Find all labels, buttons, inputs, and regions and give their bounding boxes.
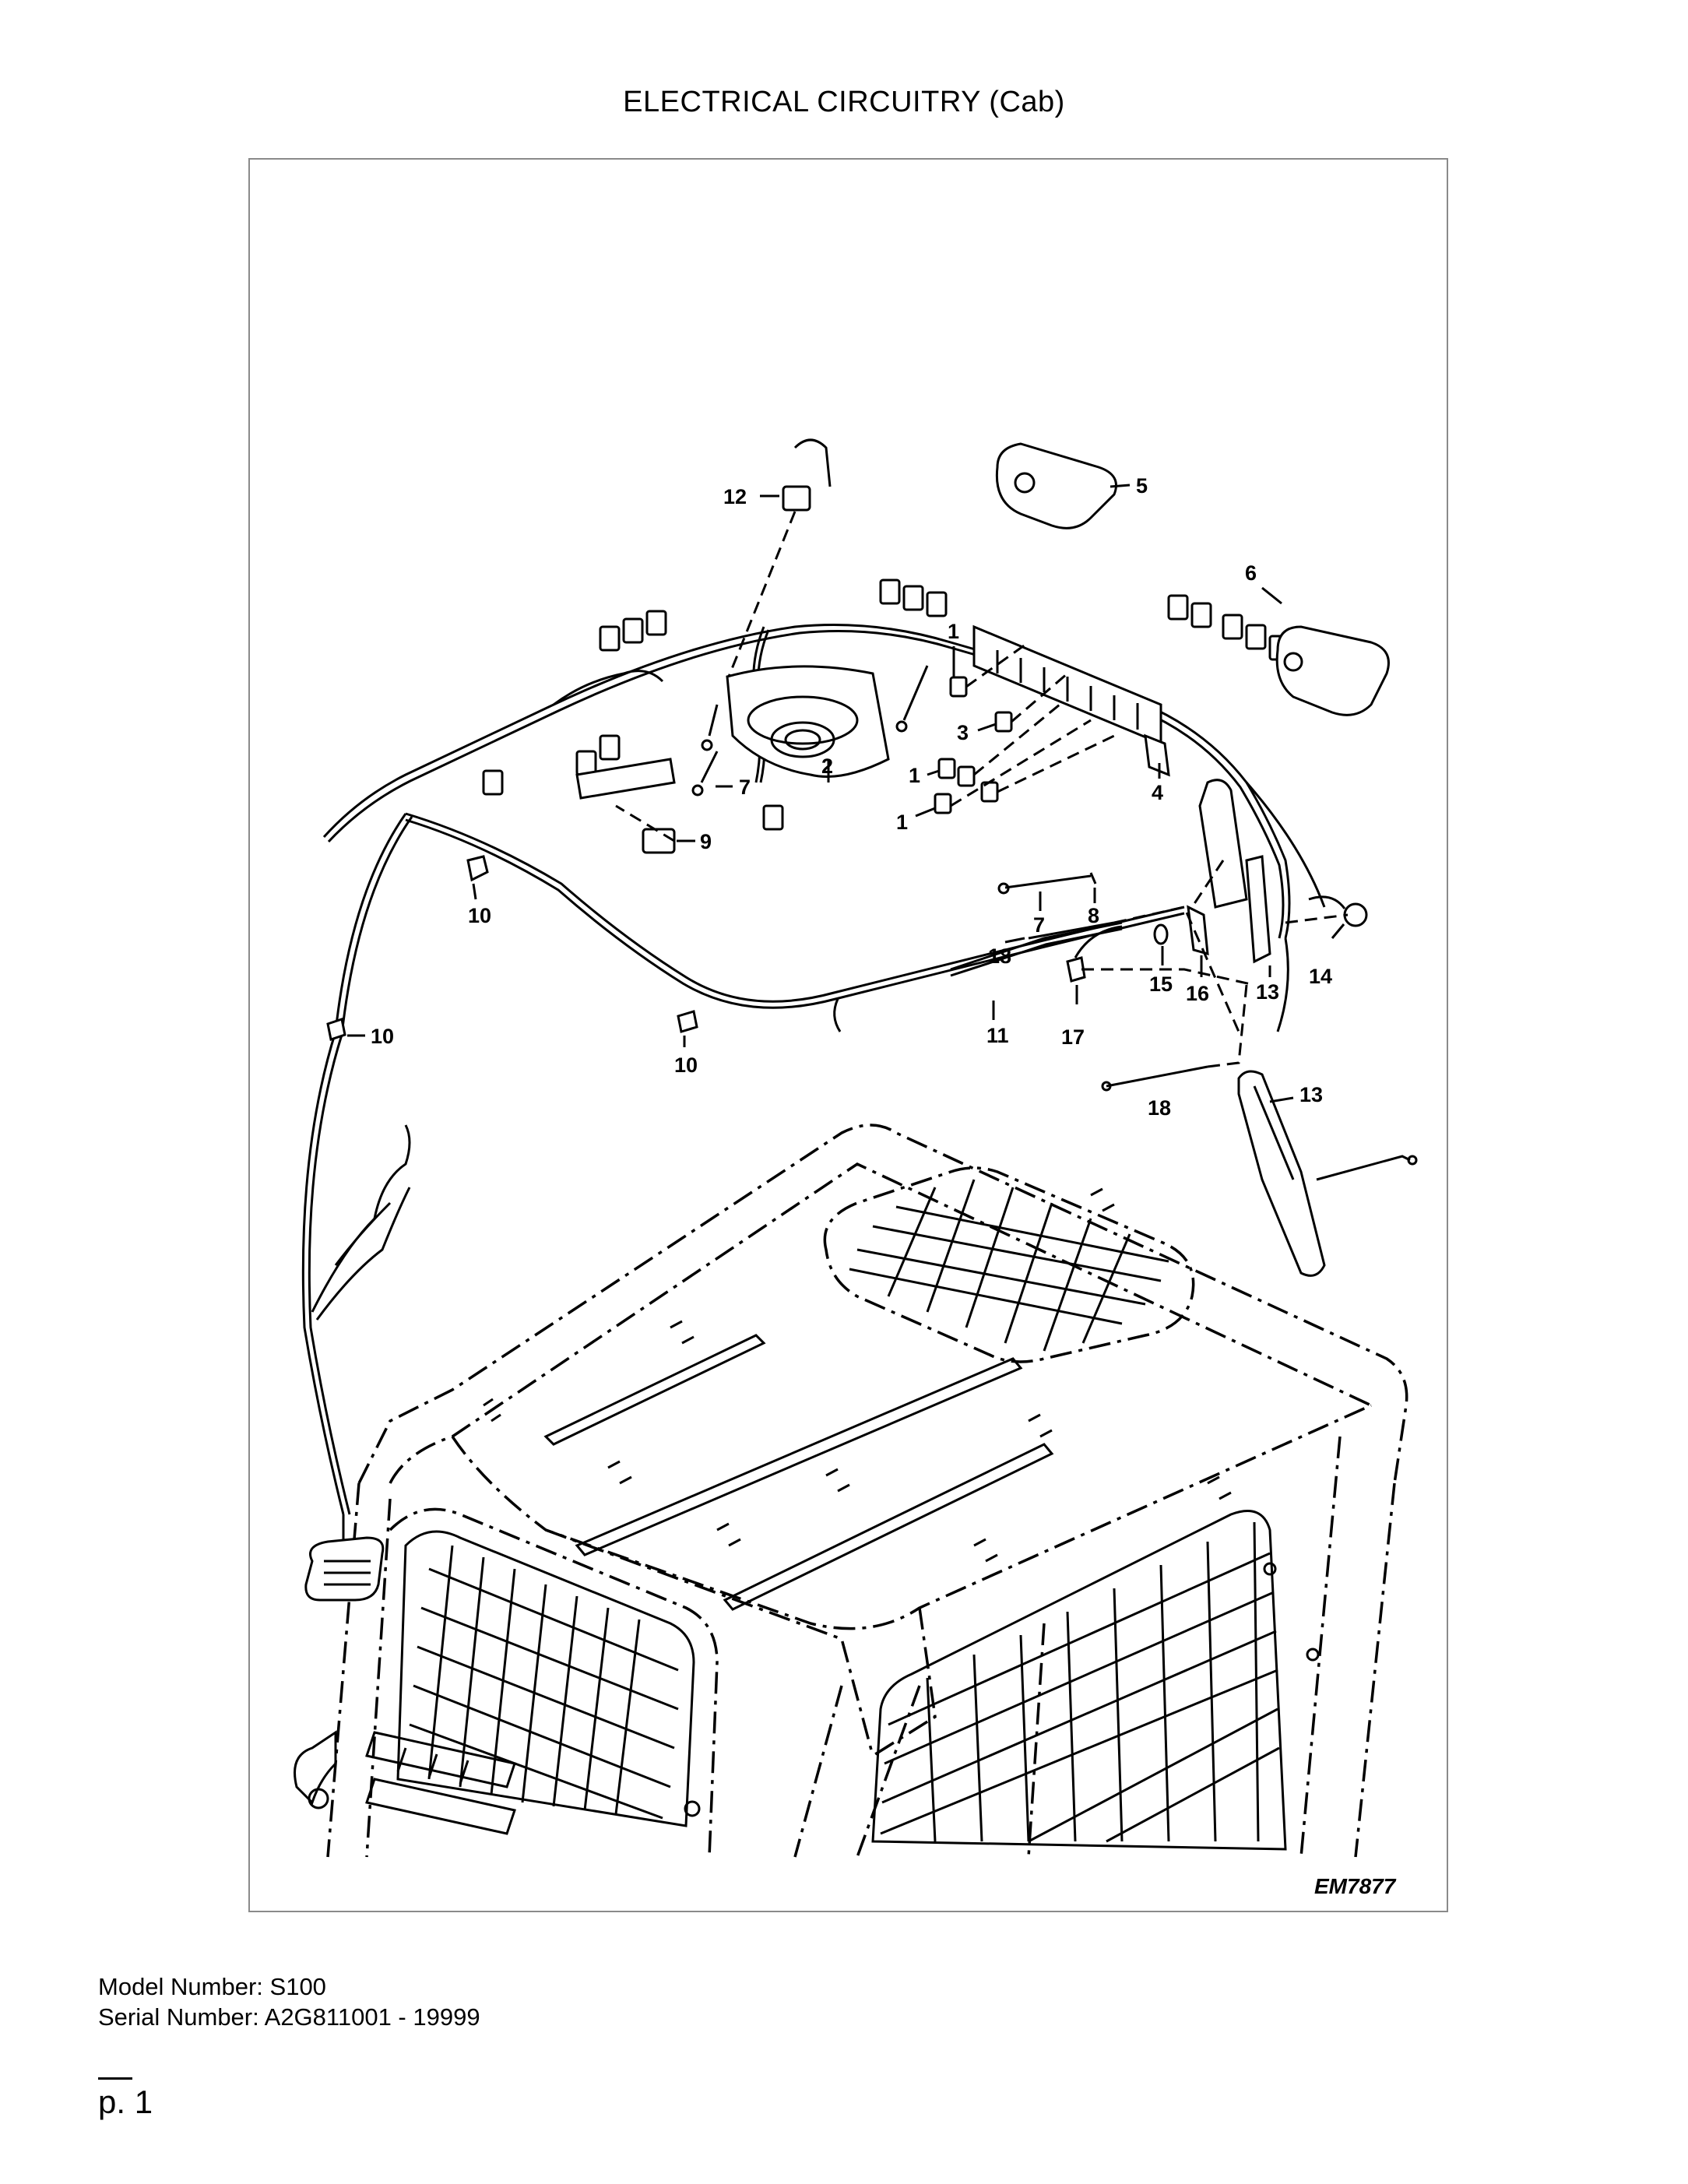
page-number-rule (98, 2077, 132, 2080)
callout-18-b: 18 (1148, 1096, 1171, 1120)
serial-number: Serial Number: A2G811001 - 19999 (98, 2003, 480, 2031)
page-title: ELECTRICAL CIRCUITRY (Cab) (623, 86, 1065, 118)
callout-8: 8 (1088, 904, 1099, 927)
callout-11: 11 (986, 1024, 1009, 1047)
callout-6: 6 (1245, 561, 1257, 585)
callout-4: 4 (1152, 781, 1163, 804)
callout-10-a: 10 (468, 904, 491, 927)
callout-7-b: 7 (1033, 913, 1045, 937)
callout-15: 15 (1149, 972, 1173, 996)
cab-wiring-illustration: 12 5 6 1 3 1 1 2 7 4 9 8 7 (294, 438, 1418, 1898)
callout-14: 14 (1309, 965, 1332, 988)
callout-13-a: 13 (1256, 980, 1279, 1004)
page-number: p. 1 (98, 2084, 153, 2120)
callout-7-a: 7 (739, 775, 751, 799)
callout-13-b: 13 (1299, 1083, 1323, 1106)
callout-10-c: 10 (674, 1053, 698, 1077)
figure-code: EM7877 (1314, 1874, 1397, 1898)
callout-12: 12 (723, 485, 747, 508)
model-number: Model Number: S100 (98, 1973, 326, 2000)
parts-diagram: 12 5 6 1 3 1 1 2 7 4 9 8 7 (248, 158, 1448, 1912)
callout-1-c: 1 (896, 811, 908, 834)
callout-9: 9 (700, 830, 712, 853)
cab-outline (294, 1124, 1408, 1858)
callout-1-b: 1 (909, 764, 920, 787)
connectors (326, 438, 1418, 1277)
callout-17: 17 (1061, 1025, 1085, 1049)
callout-18-a: 18 (988, 944, 1011, 968)
callout-10-b: 10 (371, 1025, 394, 1048)
callout-2: 2 (821, 754, 833, 778)
model-info: Model Number: S100 Serial Number: A2G811… (98, 1971, 480, 2032)
callout-5: 5 (1136, 474, 1148, 498)
callout-labels: 12 5 6 1 3 1 1 2 7 4 9 8 7 (347, 474, 1345, 1120)
callout-16: 16 (1186, 982, 1209, 1005)
callout-3: 3 (957, 721, 969, 744)
callout-1-a: 1 (948, 620, 959, 643)
leader-lines (615, 511, 1349, 1068)
